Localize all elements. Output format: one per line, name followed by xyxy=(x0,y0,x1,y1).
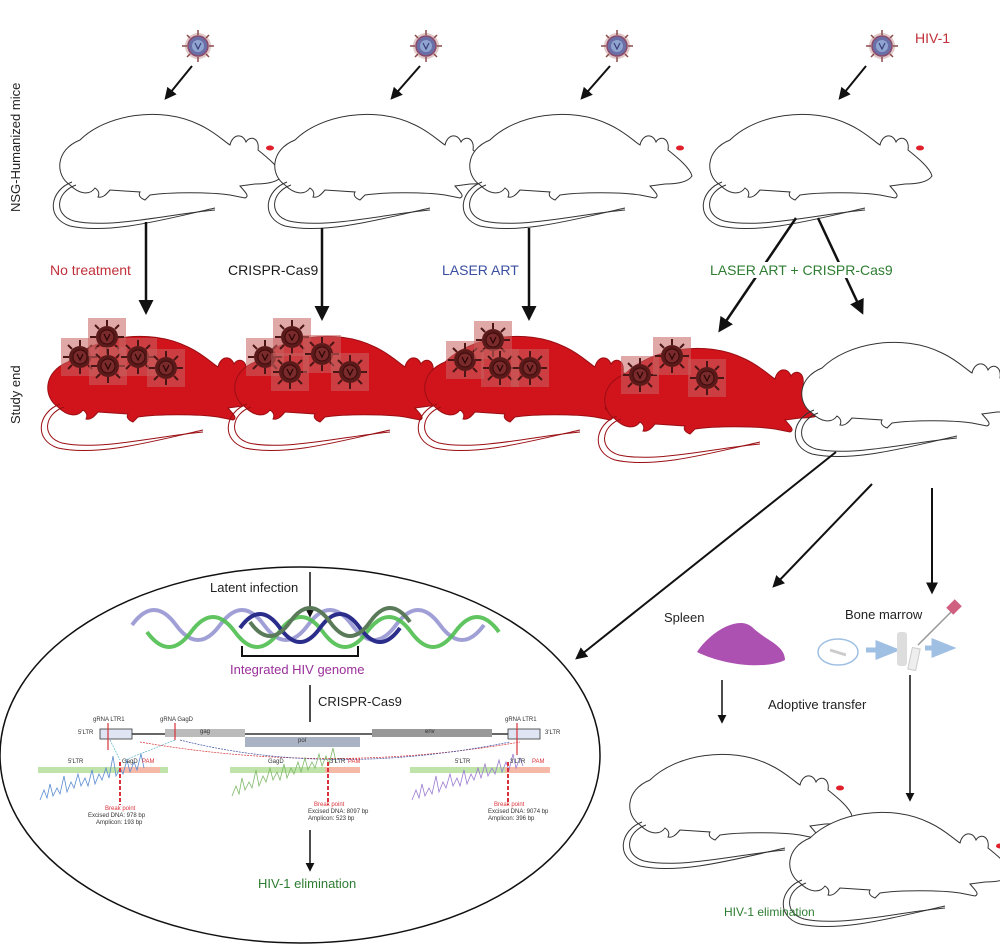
spleen-label: Spleen xyxy=(664,610,705,625)
chrom2-excised: Excised DNA: 8097 bp xyxy=(308,809,369,815)
ltr3-label: 3'LTR xyxy=(545,730,561,736)
chrom1-left-tag: 5'LTR xyxy=(68,759,84,765)
chrom2-pam: PAM xyxy=(348,759,361,765)
dna-helix xyxy=(130,606,501,649)
chromatogram-1 xyxy=(38,753,168,805)
row-label-humanized: NSG-Humanized mice xyxy=(8,82,23,212)
gene-gag-label: gag xyxy=(200,729,211,735)
inset-crispr-label: CRISPR-Cas9 xyxy=(318,694,402,709)
bone-marrow-label: Bone marrow xyxy=(845,607,923,622)
chrom1-mid-tag: GagD xyxy=(122,759,138,765)
inset-elimination-label: HIV-1 elimination xyxy=(258,876,357,891)
chrom3-excised: Excised DNA: 9074 bp xyxy=(488,809,549,815)
ltr-5-box xyxy=(99,728,133,740)
chrom3-mid-tag: 3'LTR xyxy=(510,759,526,765)
virus-icon-4 xyxy=(865,29,899,63)
chrom3-pam: PAM xyxy=(532,759,545,765)
mouse-humanized-4 xyxy=(702,113,933,230)
mouse-humanized-1 xyxy=(52,113,283,230)
group-label-crispr: CRISPR-Cas9 xyxy=(228,262,319,278)
chromatogram-3 xyxy=(410,753,550,805)
chrom2-amplicon: Amplicon: 523 bp xyxy=(308,816,355,822)
virus-icon-3 xyxy=(600,29,634,63)
gene-env-label: env xyxy=(425,729,435,735)
chrom2-break: Break point xyxy=(314,802,345,808)
virus-icon-1 xyxy=(181,29,215,63)
pol-box xyxy=(245,737,360,747)
ltr5-label: 5'LTR xyxy=(78,730,94,736)
mouse-recipient-bone-marrow xyxy=(782,811,1000,928)
chrom1-amplicon: Amplicon: 193 bp xyxy=(96,820,143,826)
chrom3-amplicon: Amplicon: 396 bp xyxy=(488,816,535,822)
grna-ltr1-right-label: gRNA LTR1 xyxy=(505,717,537,723)
treatment-arrows xyxy=(138,217,864,333)
genome-bracket xyxy=(241,646,359,657)
chrom1-pam: PAM xyxy=(142,759,155,765)
mouse-humanized-2 xyxy=(267,113,498,230)
virus-icon-2 xyxy=(409,29,443,63)
chrom2-mid-tag: 3'LTR xyxy=(330,759,346,765)
infection-arrows xyxy=(164,65,867,100)
env-box xyxy=(372,729,492,737)
final-elimination-label: HIV-1 elimination xyxy=(724,905,815,919)
chrom1-excised: Excised DNA: 978 bp xyxy=(88,813,146,819)
ltr-3-box xyxy=(507,728,541,740)
mouse-recipient-spleen xyxy=(622,753,853,870)
mouse-cleared-combo xyxy=(794,341,1000,458)
group-label-laser-art: LASER ART xyxy=(442,262,519,278)
chrom3-left-tag: 5'LTR xyxy=(455,759,471,765)
chrom3-break: Break point xyxy=(494,802,525,808)
group-label-combo: LASER ART + CRISPR-Cas9 xyxy=(708,262,895,278)
hiv-label: HIV-1 xyxy=(915,30,951,46)
chrom1-break: Break point xyxy=(105,806,136,812)
group-label-no-treatment: No treatment xyxy=(50,262,131,278)
hiv-gene-map xyxy=(99,723,541,761)
integrated-genome-label: Integrated HIV genome xyxy=(230,662,365,677)
adoptive-transfer-label: Adoptive transfer xyxy=(768,697,867,712)
gene-pol-label: pol xyxy=(298,738,307,744)
latent-infection-label: Latent infection xyxy=(210,580,299,595)
spleen-tissue xyxy=(697,623,785,666)
row-label-study-end: Study end xyxy=(8,365,23,424)
bone-marrow-illustration xyxy=(817,599,962,672)
grna-gagd-label: gRNA GagD xyxy=(160,717,194,723)
gag-box xyxy=(165,729,245,737)
grna-ltr1-left-label: gRNA LTR1 xyxy=(93,717,125,723)
inset-cell-ellipse xyxy=(0,566,601,944)
followup-arrows xyxy=(575,451,938,660)
virus-markers-laser-art xyxy=(445,320,550,388)
chromatogram-2 xyxy=(230,747,360,805)
chrom2-left-tag: GagD xyxy=(268,759,284,765)
mouse-humanized-3 xyxy=(462,113,693,230)
